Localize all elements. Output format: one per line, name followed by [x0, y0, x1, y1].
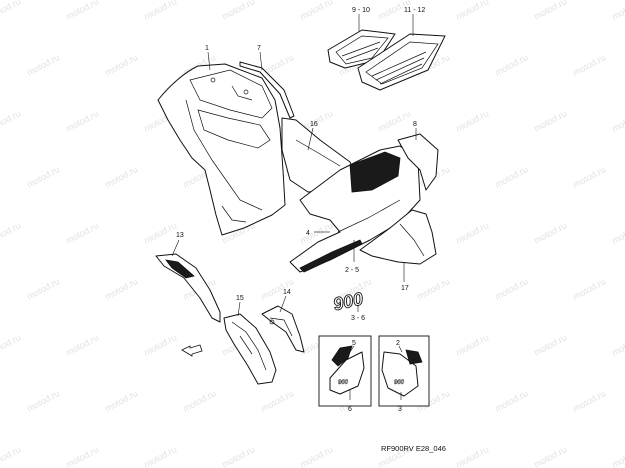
callout-4: 4 [306, 230, 310, 237]
watermark-text: motod.ru [103, 52, 139, 78]
watermark-text: motod.ru [220, 0, 256, 22]
watermark-text: motod.ru [142, 332, 178, 358]
watermark-text: motod.ru [532, 220, 568, 246]
watermark-text: motod.ru [25, 388, 61, 414]
watermark-text: motod.ru [298, 0, 334, 22]
side-cowling [289, 145, 421, 273]
callout-3: 3 [398, 406, 402, 413]
watermark-text: motod.ru [103, 276, 139, 302]
watermark-text: motod.ru [454, 444, 490, 468]
watermark-text: motod.ru [103, 164, 139, 190]
callout-8: 8 [413, 121, 417, 128]
watermark-text: motod.ru [493, 388, 529, 414]
callout-5: 5 [352, 340, 356, 347]
watermark-text: motod.ru [454, 108, 490, 134]
watermark-text: motod.ru [0, 332, 22, 358]
watermark-text: motod.ru [610, 332, 625, 358]
watermark-text: motod.ru [220, 444, 256, 468]
watermark-text: motod.ru [181, 388, 217, 414]
inset-right-badge: 900 [394, 380, 405, 386]
inset-left-badge: 900 [338, 380, 349, 386]
small-plate [397, 133, 439, 191]
watermark-text: motod.ru [532, 444, 568, 468]
callout-6: 6 [348, 406, 352, 413]
badge-900-text: 900 [331, 289, 365, 315]
watermark-text: motod.ru [454, 220, 490, 246]
watermark-text: motod.ru [571, 388, 607, 414]
watermark-text: motod.ru [610, 444, 625, 468]
watermark-text: motod.ru [532, 0, 568, 22]
lower-cowl [359, 209, 437, 265]
watermark-text: motod.ru [25, 276, 61, 302]
watermark-text: motod.ru [25, 164, 61, 190]
callout-15: 15 [236, 295, 244, 302]
watermark-text: motod.ru [454, 0, 490, 22]
watermark-text: motod.ru [64, 108, 100, 134]
callout-11-12: 11 - 12 [404, 7, 425, 14]
watermark-text: motod.ru [454, 332, 490, 358]
watermark-text: motod.ru [493, 52, 529, 78]
watermark-text: motod.ru [532, 108, 568, 134]
bracket [261, 305, 305, 353]
watermark-text: motod.ru [64, 444, 100, 468]
watermark-text: motod.ru [493, 276, 529, 302]
trim-strip [239, 61, 295, 119]
badge-900: 900 [331, 288, 365, 315]
watermark-text: motod.ru [0, 108, 22, 134]
watermark-text: motod.ru [493, 164, 529, 190]
watermark-text: motod.ru [610, 220, 625, 246]
upper-fairing [157, 63, 286, 236]
watermark-text: motod.ru [142, 0, 178, 22]
callout-7: 7 [257, 45, 261, 52]
callout-3-6: 3 - 6 [351, 315, 365, 322]
watermark-text: motod.ru [0, 0, 22, 22]
watermark-text: motod.ru [103, 388, 139, 414]
direction-arrow-icon [181, 344, 203, 357]
lower-trim [155, 253, 221, 323]
watermark-text: motod.ru [64, 220, 100, 246]
callout-2-5: 2 - 5 [345, 267, 359, 274]
callout-14: 14 [283, 289, 291, 296]
callout-13: 13 [176, 232, 184, 239]
watermark-text: motod.ru [532, 332, 568, 358]
watermark-text: motod.ru [25, 52, 61, 78]
inner-lower-panel [223, 313, 277, 385]
watermark-text: motod.ru [571, 52, 607, 78]
callout-17: 17 [401, 285, 409, 292]
watermark-text: motod.ru [571, 164, 607, 190]
callout-2: 2 [396, 340, 400, 347]
watermark-text: motod.ru [0, 444, 22, 468]
watermark-text: motod.ru [571, 276, 607, 302]
callout-9-10: 9 - 10 [352, 7, 370, 14]
watermark-text: motod.ru [298, 444, 334, 468]
watermark-text: motod.ru [64, 0, 100, 22]
watermark-text: motod.ru [610, 108, 625, 134]
watermark-text: motod.ru [259, 388, 295, 414]
watermark-text: motod.ru [142, 444, 178, 468]
inset-left: 900 [318, 335, 372, 407]
large-vent-panel [357, 33, 446, 91]
diagram-code: RF900RV E28_046 [381, 444, 446, 453]
watermark-text: motod.ru [376, 108, 412, 134]
watermark-text: motod.ru [142, 220, 178, 246]
inset-right: 900 [378, 335, 430, 407]
callout-16: 16 [310, 121, 318, 128]
watermark-text: motod.ru [610, 0, 625, 22]
callout-1: 1 [205, 45, 209, 52]
watermark-text: motod.ru [415, 276, 451, 302]
watermark-text: motod.ru [64, 332, 100, 358]
watermark-text: motod.ru [0, 220, 22, 246]
